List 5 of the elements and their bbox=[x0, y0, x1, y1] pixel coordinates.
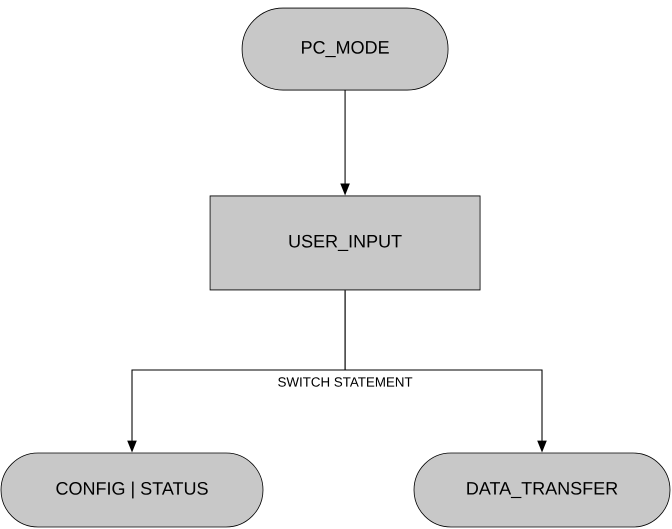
terminal-node: DATA_TRANSFER bbox=[414, 452, 670, 528]
edge-label: SWITCH STATEMENT bbox=[276, 376, 414, 388]
terminal-node: CONFIG | STATUS bbox=[0, 452, 264, 528]
terminal-node: PC_MODE bbox=[242, 8, 448, 90]
process-box: USER_INPUT bbox=[210, 196, 480, 290]
